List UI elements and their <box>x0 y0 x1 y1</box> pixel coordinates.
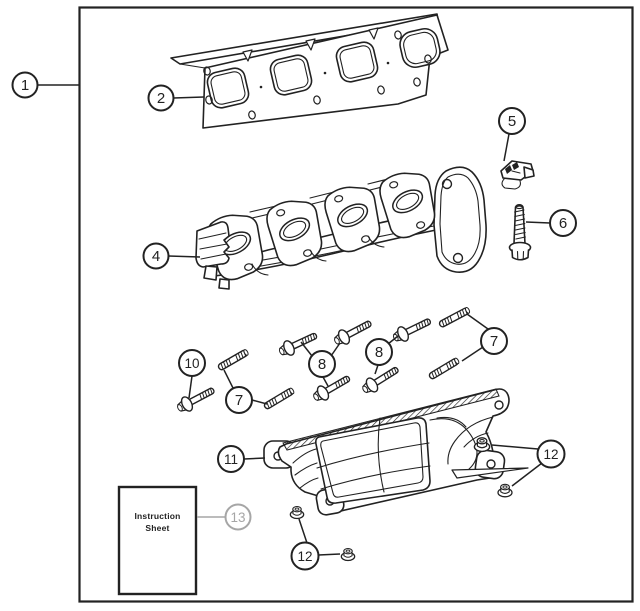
leader-line <box>491 444 539 450</box>
leader-line <box>330 342 341 357</box>
leader-line <box>318 553 341 556</box>
callout-4: 4 <box>142 242 170 270</box>
callout-12: 12 <box>536 439 566 469</box>
callout-circle <box>536 439 566 469</box>
leader-line <box>243 457 266 460</box>
callout-circle <box>11 71 39 99</box>
stud-drawing <box>216 306 472 411</box>
leader-line <box>387 335 399 345</box>
instruction-sheet-text: Instruction <box>134 511 180 521</box>
callout-label: 5 <box>508 113 516 130</box>
bolt-drawing <box>508 204 532 261</box>
retainer-clip-drawing <box>500 160 535 190</box>
leader-line <box>525 221 551 224</box>
leader-line <box>461 346 484 362</box>
callout-circle <box>225 386 253 414</box>
callout-circle <box>549 209 577 237</box>
callout-circle <box>217 445 245 473</box>
callout-circle <box>142 242 170 270</box>
leader-line <box>188 375 193 399</box>
leader-line <box>223 369 234 389</box>
leader-line <box>322 376 329 387</box>
callout-label: 13 <box>230 510 245 525</box>
callout-label: 8 <box>375 344 383 361</box>
callout-circle <box>365 338 393 366</box>
callout-label: 2 <box>157 90 165 107</box>
leader-line <box>300 341 313 357</box>
callout-12: 12 <box>290 541 320 571</box>
callout-circle <box>480 327 508 355</box>
callout-13: 13 <box>224 503 252 531</box>
instruction-sheet-text: Sheet <box>145 523 169 533</box>
callout-label: 7 <box>490 333 498 350</box>
diagram-border <box>78 6 634 603</box>
callout-7: 7 <box>225 386 253 414</box>
callout-circle <box>147 84 175 112</box>
leader-line <box>251 399 268 405</box>
callout-2: 2 <box>147 84 175 112</box>
instruction-sheet-box <box>117 485 198 596</box>
callout-label: 1 <box>21 77 29 94</box>
callout-circle <box>308 350 336 378</box>
callout-10: 10 <box>178 349 206 377</box>
callout-circle <box>178 349 206 377</box>
exhaust-manifold-drawing <box>195 166 487 290</box>
callout-circle <box>290 541 320 571</box>
callout-label: 12 <box>543 447 558 462</box>
callout-label: 10 <box>184 356 199 371</box>
gasket-drawing <box>170 13 449 129</box>
callout-label: 11 <box>224 452 238 467</box>
callout-5: 5 <box>498 107 526 135</box>
callout-label: 12 <box>297 549 312 564</box>
callout-label: 6 <box>559 215 567 232</box>
instruction-sheet: Instruction Sheet <box>117 485 198 596</box>
callout-8: 8 <box>365 338 393 366</box>
leader-line <box>173 96 205 99</box>
callout-circle <box>224 503 252 531</box>
callout-label: 8 <box>318 356 326 373</box>
callout-6: 6 <box>549 209 577 237</box>
leader-line <box>298 518 308 544</box>
leader-line <box>374 364 379 375</box>
leader-line <box>466 313 489 330</box>
callout-1: 1 <box>11 71 39 99</box>
leader-line <box>511 462 543 487</box>
leader-line <box>503 133 510 162</box>
callout-label: 4 <box>152 248 160 265</box>
callout-label: 7 <box>235 392 243 409</box>
callout-7: 7 <box>480 327 508 355</box>
bolt-drawing <box>173 313 434 417</box>
heat-shield-drawing <box>263 388 529 516</box>
callout-8: 8 <box>308 350 336 378</box>
callout-11: 11 <box>217 445 245 473</box>
callout-circle <box>498 107 526 135</box>
leader-line <box>168 255 201 258</box>
